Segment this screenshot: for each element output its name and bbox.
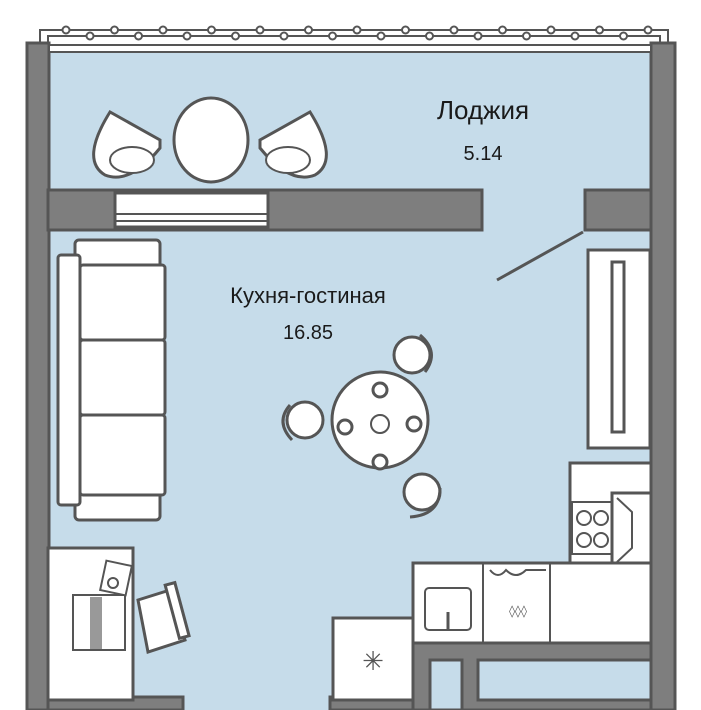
- dining-set: [281, 333, 442, 519]
- railing-post: [546, 25, 556, 35]
- railing-post: [110, 25, 119, 35]
- railing-post: [498, 25, 507, 35]
- railing-post: [207, 25, 216, 35]
- room-area-loggia: 5.14: [464, 143, 503, 165]
- railing-post: [279, 31, 289, 41]
- railing-post: [61, 25, 71, 35]
- sofa: [56, 238, 167, 522]
- railing-post: [328, 31, 337, 41]
- railing: [39, 25, 669, 42]
- railing-post: [401, 25, 410, 35]
- railing-post: [158, 25, 168, 35]
- tv-unit: [586, 248, 652, 450]
- walls: [25, 41, 677, 710]
- railing-post: [85, 31, 95, 41]
- kitchen: ◊◊◊ ✳: [331, 461, 653, 702]
- window: [113, 191, 270, 229]
- room-area-living: 16.85: [283, 322, 333, 344]
- railing-post: [304, 25, 313, 35]
- railing-post: [522, 31, 531, 41]
- railing-post: [619, 31, 628, 41]
- railing-post: [182, 31, 192, 41]
- loggia-furniture: [92, 96, 328, 184]
- room-name-living: Кухня-гостиная: [230, 283, 386, 308]
- railing-post: [595, 25, 604, 35]
- desk: [46, 546, 191, 702]
- railing-post: [134, 31, 143, 41]
- railing-post: [425, 31, 434, 41]
- room-name-loggia: Лоджия: [437, 95, 529, 125]
- railing-post: [570, 31, 580, 41]
- railing-post: [255, 25, 265, 35]
- door-leaf: [496, 230, 584, 282]
- railing-post: [231, 31, 240, 41]
- railing-post: [449, 25, 459, 35]
- svg-text:◊◊◊: ◊◊◊: [509, 604, 527, 618]
- freezer-icon: ✳: [362, 647, 384, 677]
- railing-post: [376, 31, 386, 41]
- railing-post: [473, 31, 483, 41]
- doorway: [483, 190, 587, 232]
- railing-post: [643, 25, 653, 35]
- railing-post: [352, 25, 362, 35]
